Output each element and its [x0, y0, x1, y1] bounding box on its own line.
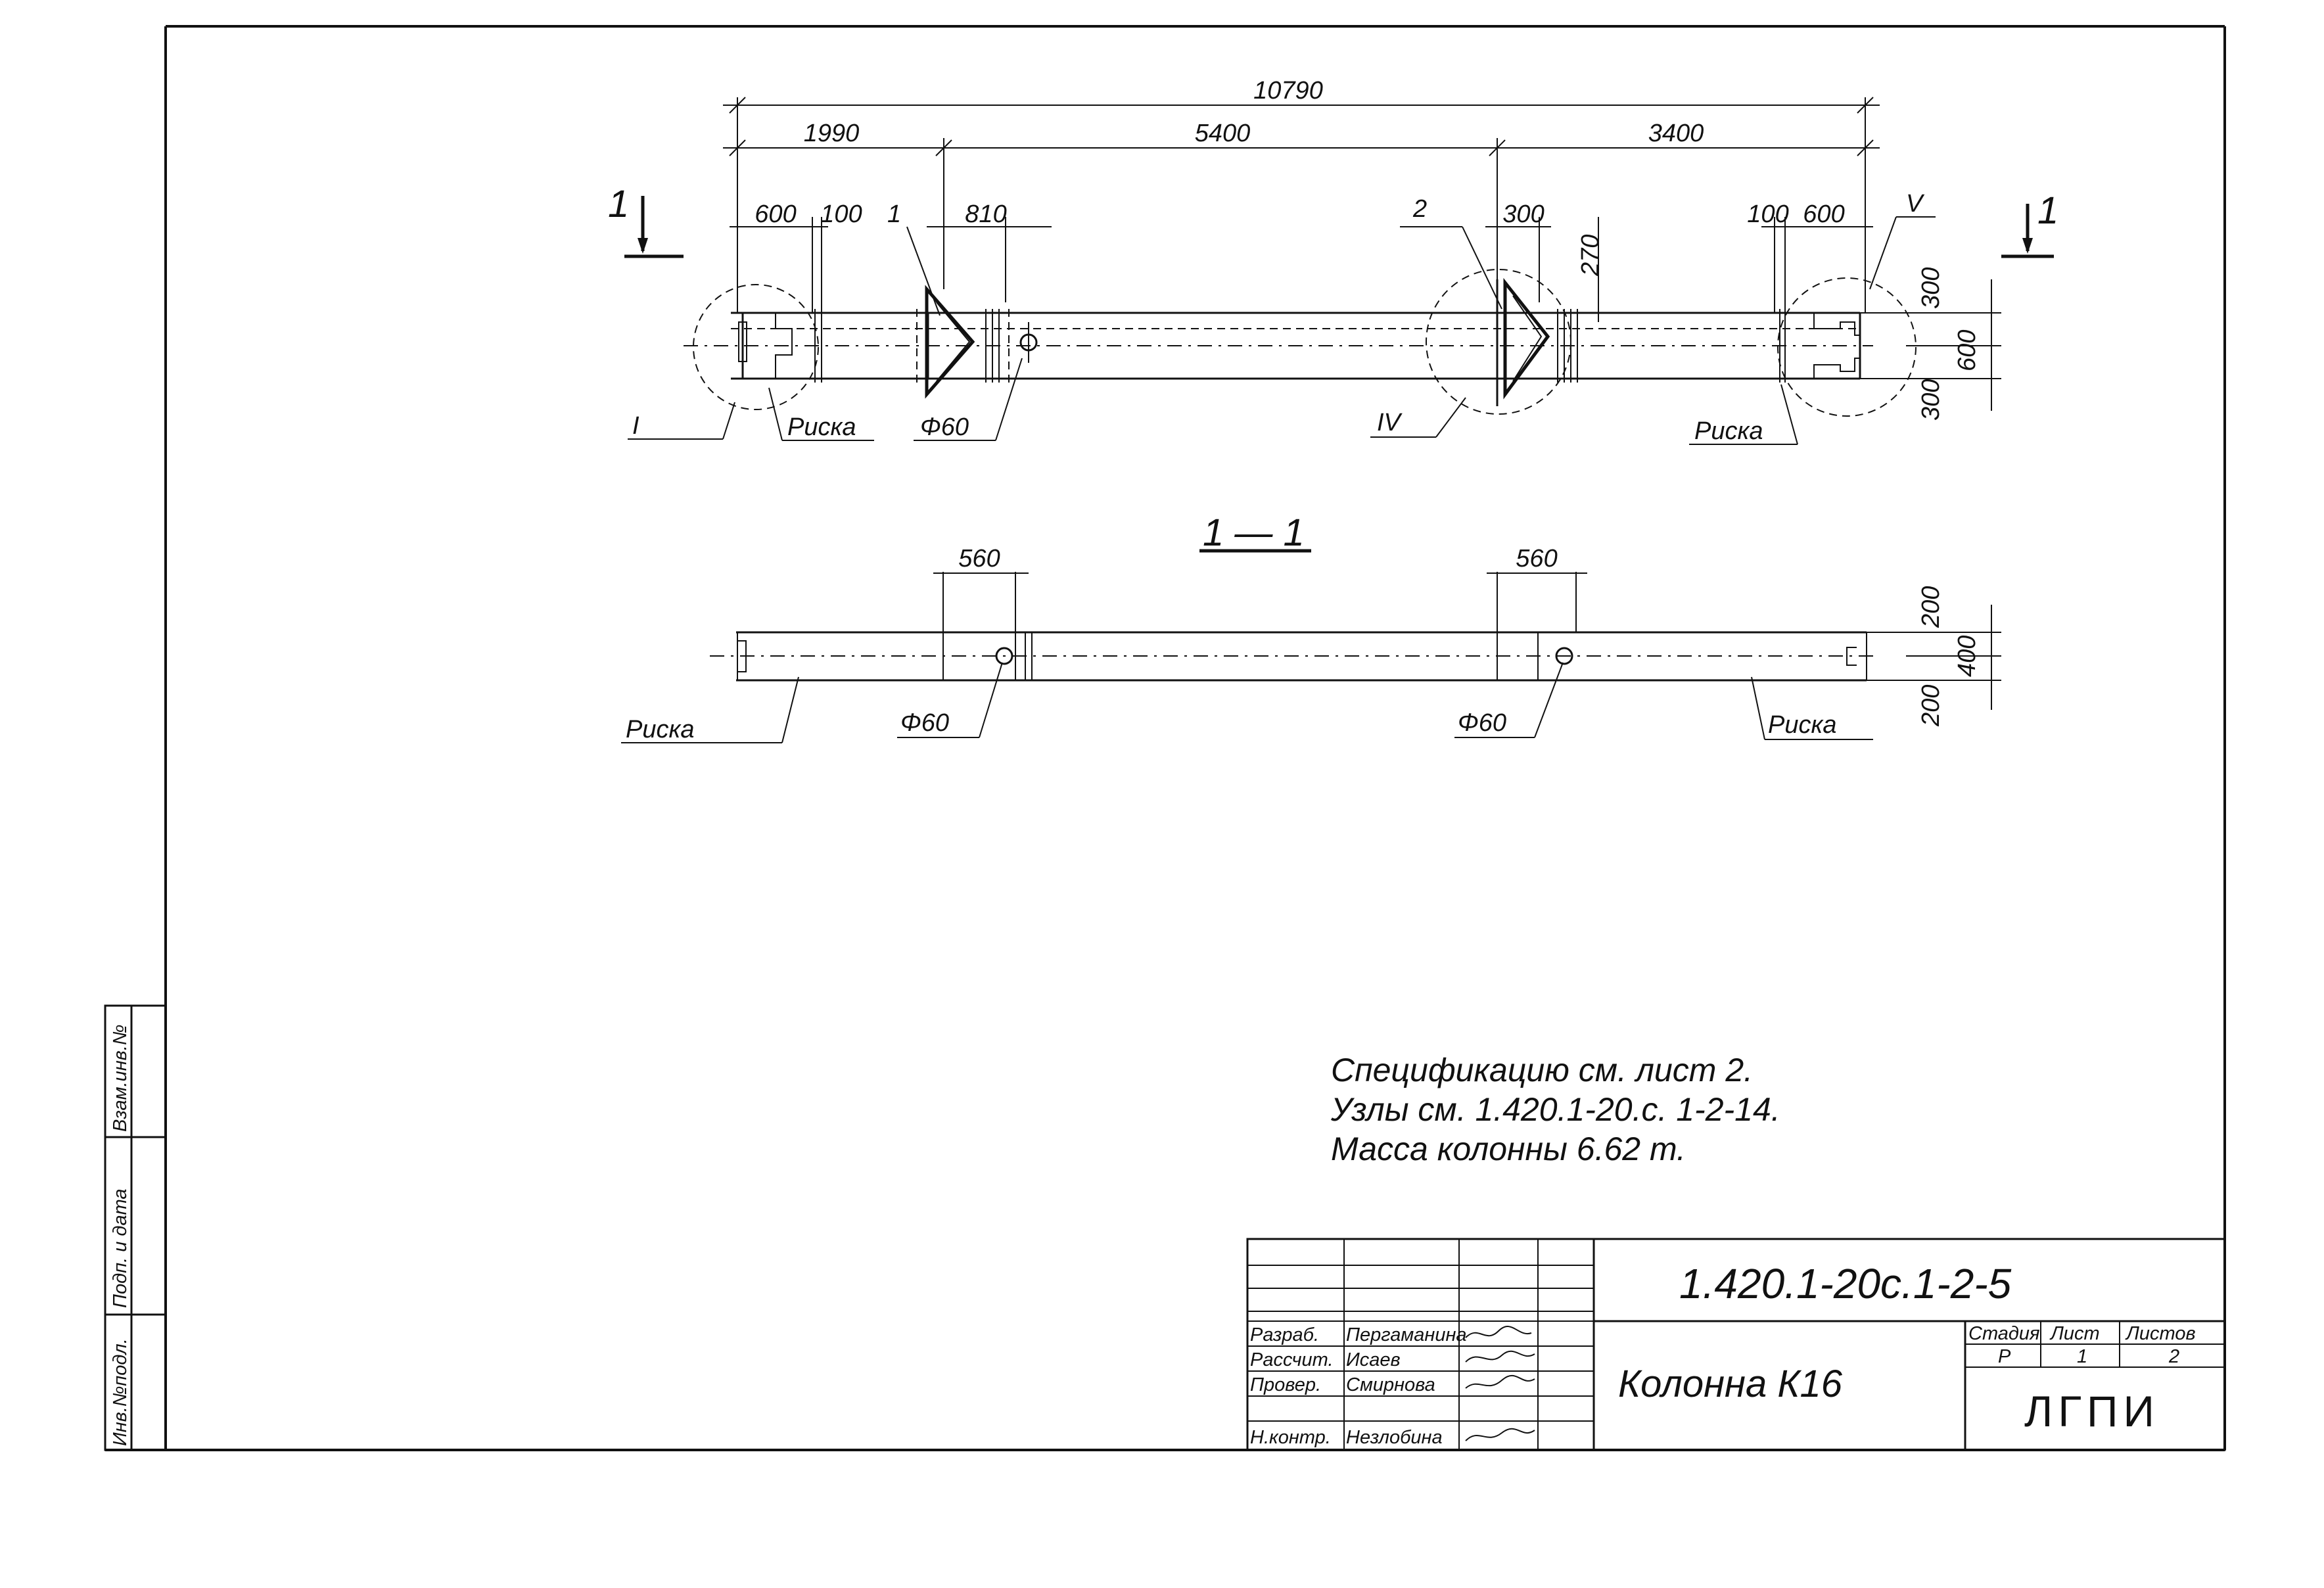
note-3: Масса колонны 6.62 т.: [1331, 1131, 1686, 1167]
plan-callouts: 1 2 I Риска Φ60 IV Риска V: [628, 190, 1936, 445]
callout-phi60-top: Φ60: [920, 413, 969, 441]
dim-seg-right: 3400: [1648, 120, 1704, 147]
dim-overall: 10790: [1253, 77, 1323, 105]
tb-stage-value: Р: [1998, 1346, 2011, 1367]
section-mark-right: 1: [2001, 189, 2058, 258]
dim-s560-right: 560: [1516, 545, 1557, 572]
section-phi60-right: Φ60: [1458, 709, 1506, 737]
section-mark-left-label: 1: [608, 183, 629, 225]
column-left-end: [693, 284, 822, 410]
tb-role-developer: Разраб.: [1250, 1324, 1319, 1345]
dim-v200-top: 200: [1917, 586, 1945, 628]
dim-100-right: 100: [1747, 200, 1788, 228]
dim-v600: 600: [1953, 330, 1981, 371]
callout-node-v: V: [1906, 190, 1925, 218]
column-right-end: [1777, 277, 1917, 417]
side-stamp: Взам.инв.№ Подп. и дата Инв.№подл.: [104, 1004, 167, 1451]
tb-name-norm-control: Незлобина: [1346, 1427, 1443, 1448]
tb-name-checked: Смирнова: [1346, 1374, 1435, 1395]
tb-stage-label: Стадия: [1968, 1323, 2040, 1344]
dim-seg-left: 1990: [804, 120, 860, 147]
tb-organization: ЛГПИ: [2024, 1387, 2160, 1436]
console-2: [1426, 269, 1578, 415]
callout-riska-left: Риска: [787, 413, 856, 441]
callout-part-2: 2: [1412, 195, 1427, 223]
tb-sheets-label: Листов: [2125, 1323, 2196, 1344]
tb-title: Колонна К16: [1618, 1363, 1843, 1405]
tb-role-calculated: Рассчит.: [1250, 1349, 1334, 1370]
side-stamp-inventory: Инв.№подл.: [110, 1338, 131, 1446]
title-block: Разраб. Пергаманина Рассчит. Исаев Прове…: [1246, 1238, 2226, 1451]
dim-v400: 400: [1953, 636, 1981, 677]
callout-part-1: 1: [887, 200, 901, 228]
signatures: [1465, 1326, 1535, 1441]
dim-300-top: 300: [1502, 200, 1544, 228]
dim-810: 810: [965, 200, 1006, 228]
note-2: Узлы см. 1.420.1-20.с. 1-2-14.: [1330, 1091, 1780, 1128]
dim-600-left: 600: [755, 200, 796, 228]
dim-v300-bottom: 300: [1917, 379, 1945, 421]
section-riska-left: Риска: [626, 716, 695, 743]
dim-100-left: 100: [820, 200, 862, 228]
tb-sheets-value: 2: [2168, 1346, 2179, 1367]
dim-v300-top: 300: [1917, 268, 1945, 309]
section-mark-left: 1: [608, 183, 684, 258]
column-plan-view: 10790 1990 5400 3400 600 100 810 300 100…: [608, 77, 2058, 445]
dim-600-right: 600: [1803, 200, 1844, 228]
tb-sheet-label: Лист: [2049, 1323, 2100, 1344]
tb-sheet-value: 1: [2077, 1346, 2087, 1367]
section-phi60-left: Φ60: [900, 709, 949, 737]
callout-riska-right: Риска: [1694, 417, 1763, 445]
notes: Спецификацию см. лист 2. Узлы см. 1.420.…: [1330, 1052, 1780, 1167]
side-stamp-sign-date: Подп. и дата: [110, 1188, 131, 1308]
section-mark-right-label: 1: [2037, 189, 2058, 232]
dim-270: 270: [1577, 235, 1604, 277]
plan-dimensions: 10790 1990 5400 3400 600 100 810 300 100…: [723, 77, 2001, 421]
console-1: [916, 285, 1038, 399]
callout-node-i: I: [632, 412, 639, 440]
dim-s560-left: 560: [958, 545, 1000, 572]
dim-v200-bottom: 200: [1917, 685, 1945, 727]
callout-node-iv: IV: [1377, 409, 1403, 436]
section-title: 1 — 1: [1203, 511, 1305, 554]
tb-doc-code: 1.420.1-20с.1-2-5: [1679, 1260, 2012, 1307]
sheet-frame: [105, 25, 2226, 1451]
tb-name-calculated: Исаев: [1346, 1349, 1401, 1370]
note-1: Спецификацию см. лист 2.: [1331, 1052, 1753, 1088]
tb-role-checked: Провер.: [1250, 1374, 1321, 1395]
tb-name-developer: Пергаманина: [1346, 1324, 1467, 1345]
section-riska-right: Риска: [1768, 711, 1837, 739]
tb-role-norm-control: Н.контр.: [1250, 1427, 1331, 1448]
column-section-view: 1 — 1 560 560 200 400 200 Риска Φ60: [621, 511, 2001, 743]
side-stamp-replace: Взам.инв.№: [110, 1025, 131, 1132]
dim-seg-mid: 5400: [1195, 120, 1251, 147]
